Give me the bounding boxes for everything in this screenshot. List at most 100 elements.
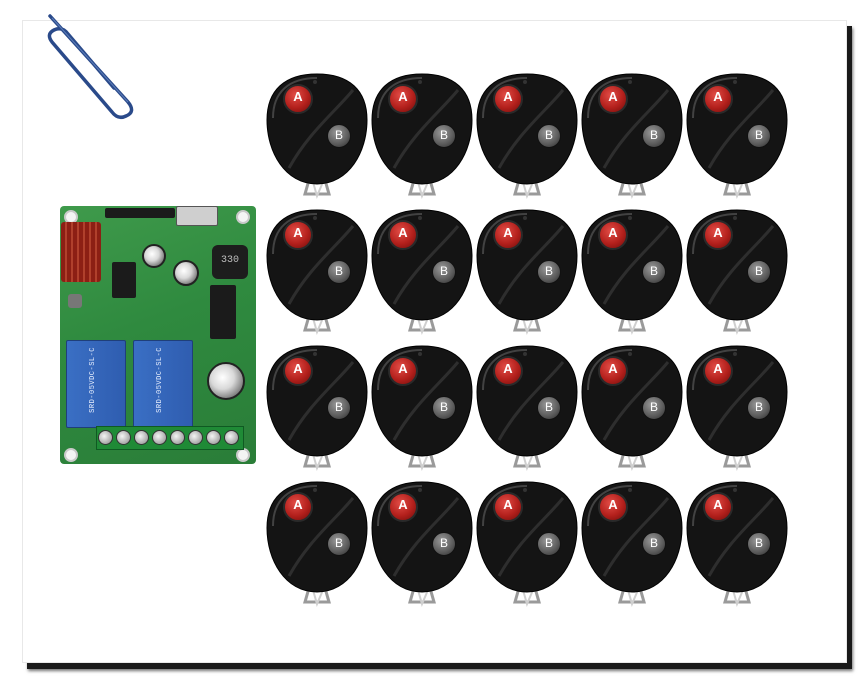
key-ring-wire xyxy=(417,453,429,471)
key-fob-remote: A B xyxy=(685,344,789,472)
remote-body xyxy=(266,481,368,607)
remote-body xyxy=(476,345,578,471)
key-fob-remote: A B xyxy=(475,344,579,472)
key-ring-wire xyxy=(732,589,744,607)
button-a: A xyxy=(703,220,733,250)
key-fob-remote: A B xyxy=(265,208,369,336)
capacitor xyxy=(173,260,199,286)
relay-1: SRD-05VDC-SL-C xyxy=(66,340,126,428)
button-a: A xyxy=(283,220,313,250)
button-a: A xyxy=(283,356,313,386)
key-fob-remote: A B xyxy=(475,480,579,608)
power-inductor: 330 xyxy=(212,245,248,279)
button-a: A xyxy=(493,84,523,114)
antenna-coil xyxy=(61,222,101,282)
remote-body xyxy=(581,345,683,471)
remote-body xyxy=(686,481,788,607)
remote-body xyxy=(371,73,473,199)
key-fob-remote: A B xyxy=(475,72,579,200)
terminal-screw xyxy=(116,430,131,445)
inductor-label: 330 xyxy=(220,255,239,266)
key-fob-remote: A B xyxy=(265,480,369,608)
button-a: A xyxy=(493,220,523,250)
remote-body xyxy=(266,73,368,199)
key-fob-remote: A B xyxy=(370,72,474,200)
key-ring-wire xyxy=(522,453,534,471)
button-b: B xyxy=(327,260,351,284)
terminal-screw xyxy=(152,430,167,445)
button-a: A xyxy=(598,492,628,522)
remote-body xyxy=(266,345,368,471)
button-a: A xyxy=(598,84,628,114)
button-b: B xyxy=(747,124,771,148)
button-b: B xyxy=(327,124,351,148)
key-fob-remote: A B xyxy=(685,72,789,200)
key-ring-wire xyxy=(732,181,744,199)
button-a: A xyxy=(388,356,418,386)
remote-body xyxy=(476,73,578,199)
mounting-hole xyxy=(236,210,250,224)
remote-body xyxy=(266,209,368,335)
key-ring-wire xyxy=(417,181,429,199)
key-fob-remote: A B xyxy=(580,480,684,608)
key-fob-remote: A B xyxy=(580,72,684,200)
capacitor xyxy=(142,244,166,268)
remote-body xyxy=(371,345,473,471)
button-b: B xyxy=(537,532,561,556)
key-fob-remote: A B xyxy=(580,208,684,336)
remote-body xyxy=(476,481,578,607)
remote-body xyxy=(686,345,788,471)
key-fob-remote: A B xyxy=(265,72,369,200)
button-b: B xyxy=(537,260,561,284)
large-capacitor xyxy=(207,362,245,400)
remote-body xyxy=(581,209,683,335)
key-ring-wire xyxy=(522,317,534,335)
button-b: B xyxy=(327,532,351,556)
button-b: B xyxy=(642,124,666,148)
mounting-hole xyxy=(64,448,78,462)
mounting-hole xyxy=(236,448,250,462)
button-b: B xyxy=(537,396,561,420)
button-a: A xyxy=(703,84,733,114)
key-ring-wire xyxy=(732,453,744,471)
button-b: B xyxy=(432,260,456,284)
button-a: A xyxy=(703,356,733,386)
remote-body xyxy=(476,209,578,335)
key-ring-wire xyxy=(417,589,429,607)
key-fob-remote: A B xyxy=(370,208,474,336)
terminal-screw xyxy=(134,430,149,445)
button-a: A xyxy=(283,84,313,114)
button-b: B xyxy=(327,396,351,420)
key-ring-wire xyxy=(627,181,639,199)
button-b: B xyxy=(432,396,456,420)
button-a: A xyxy=(598,356,628,386)
button-b: B xyxy=(432,532,456,556)
button-b: B xyxy=(747,260,771,284)
remote-body xyxy=(686,209,788,335)
button-a: A xyxy=(703,492,733,522)
button-a: A xyxy=(388,220,418,250)
key-fob-remote: A B xyxy=(475,208,579,336)
key-ring-wire xyxy=(627,453,639,471)
paperclip-icon xyxy=(47,14,134,120)
key-fob-remote: A B xyxy=(580,344,684,472)
key-fob-remote: A B xyxy=(685,208,789,336)
terminal-screw xyxy=(224,430,239,445)
key-ring-wire xyxy=(312,317,324,335)
crystal xyxy=(176,206,218,226)
key-fob-remote: A B xyxy=(265,344,369,472)
relay-2-label: SRD-05VDC-SL-C xyxy=(156,347,164,413)
remote-body xyxy=(371,209,473,335)
relay-2: SRD-05VDC-SL-C xyxy=(133,340,193,428)
button-b: B xyxy=(747,532,771,556)
key-ring-wire xyxy=(732,317,744,335)
decoder-chip xyxy=(112,262,136,298)
key-ring-wire xyxy=(312,181,324,199)
remote-body xyxy=(581,73,683,199)
terminal-screw xyxy=(98,430,113,445)
button-a: A xyxy=(493,356,523,386)
key-ring-wire xyxy=(627,589,639,607)
key-ring-wire xyxy=(522,181,534,199)
key-fob-remote: A B xyxy=(370,480,474,608)
relay-1-label: SRD-05VDC-SL-C xyxy=(89,347,97,413)
